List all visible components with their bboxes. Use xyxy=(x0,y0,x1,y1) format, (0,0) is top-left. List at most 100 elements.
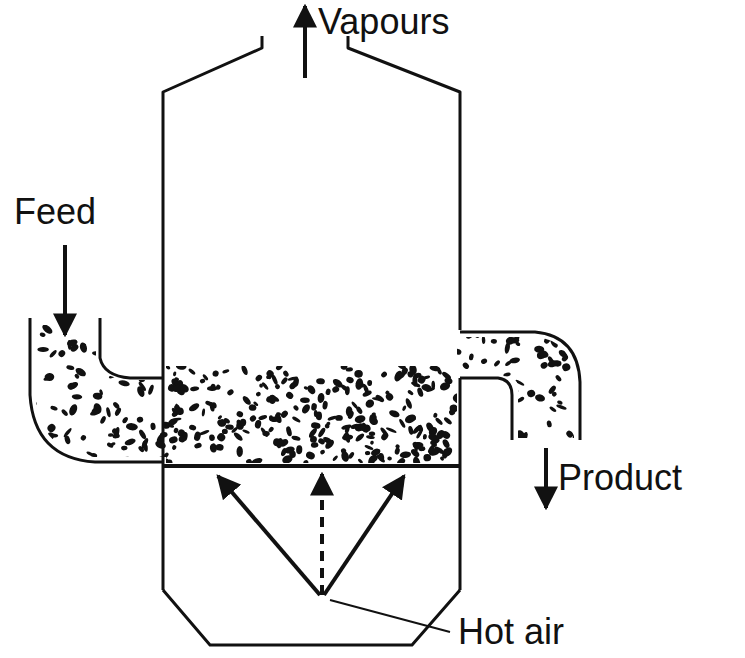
particle xyxy=(262,431,270,437)
particle xyxy=(547,335,553,341)
particle xyxy=(556,404,567,411)
particle xyxy=(256,391,262,397)
particle xyxy=(114,407,122,417)
particle xyxy=(120,456,131,461)
particle xyxy=(311,403,318,411)
particle xyxy=(188,424,197,431)
particle xyxy=(557,348,569,359)
particle xyxy=(491,339,498,344)
particle-bed xyxy=(25,315,582,469)
particle xyxy=(490,423,497,429)
particle xyxy=(37,347,49,352)
particle xyxy=(350,423,360,430)
particle xyxy=(79,342,88,354)
particle xyxy=(514,428,526,440)
particle xyxy=(118,379,130,387)
particle xyxy=(268,426,275,433)
particle xyxy=(357,458,363,464)
particle xyxy=(347,410,355,420)
particle xyxy=(567,348,579,358)
particle xyxy=(380,371,388,379)
particle xyxy=(138,375,146,383)
particle xyxy=(140,366,146,372)
particle xyxy=(479,402,491,407)
particle xyxy=(105,407,111,418)
particle xyxy=(291,416,301,424)
flow-arrows xyxy=(65,6,546,632)
particle xyxy=(367,455,376,467)
particle xyxy=(345,376,354,385)
particle xyxy=(534,393,545,402)
particle xyxy=(443,416,453,425)
particle xyxy=(172,384,182,393)
particle xyxy=(305,450,316,460)
particle xyxy=(39,332,46,338)
particle xyxy=(162,452,169,459)
particle xyxy=(163,458,169,465)
particle xyxy=(466,380,477,388)
particle xyxy=(222,429,228,434)
particle xyxy=(254,419,262,429)
particle xyxy=(429,365,441,372)
particle xyxy=(539,361,549,370)
particle xyxy=(384,392,394,402)
particle xyxy=(421,383,432,392)
particle xyxy=(453,394,463,405)
particle xyxy=(236,446,242,457)
particle xyxy=(345,386,350,395)
particle xyxy=(414,443,418,452)
particle xyxy=(317,437,326,445)
particle xyxy=(212,370,219,377)
particle xyxy=(253,401,259,407)
particle xyxy=(296,445,303,454)
particle xyxy=(217,418,227,428)
particle xyxy=(232,431,244,442)
particle xyxy=(25,453,37,462)
particle xyxy=(441,448,449,459)
particle xyxy=(448,408,456,416)
particle xyxy=(275,437,284,449)
particle xyxy=(473,376,486,388)
particle xyxy=(468,353,474,361)
particle xyxy=(360,383,365,388)
particle xyxy=(457,415,468,428)
particle xyxy=(236,410,245,418)
particle xyxy=(492,400,498,411)
particle xyxy=(168,435,178,444)
particle xyxy=(205,400,214,407)
particle xyxy=(547,359,558,368)
particle xyxy=(157,367,163,373)
particle xyxy=(142,444,148,450)
particle xyxy=(319,449,326,455)
particle xyxy=(503,372,511,377)
particle xyxy=(138,429,148,441)
particle xyxy=(370,440,375,445)
particle xyxy=(380,431,390,441)
stream-label: Vapours xyxy=(318,2,449,42)
particle xyxy=(317,427,327,438)
particle xyxy=(124,339,131,346)
particle xyxy=(202,374,209,382)
particle xyxy=(241,395,252,407)
particle xyxy=(261,381,269,390)
particle xyxy=(545,330,554,338)
particle xyxy=(136,385,146,398)
particle xyxy=(549,406,557,413)
particle xyxy=(285,426,292,437)
particle xyxy=(99,389,104,396)
particle xyxy=(412,456,422,469)
particle xyxy=(280,376,289,385)
particle xyxy=(494,394,502,404)
particle xyxy=(427,443,436,454)
particle xyxy=(178,435,186,443)
particle xyxy=(368,415,380,426)
particle xyxy=(366,435,375,440)
particle xyxy=(144,345,152,354)
particle xyxy=(396,361,407,371)
particle xyxy=(404,397,413,409)
particle xyxy=(306,384,317,396)
particle xyxy=(48,456,53,466)
particle xyxy=(332,455,339,462)
particle xyxy=(260,427,269,438)
